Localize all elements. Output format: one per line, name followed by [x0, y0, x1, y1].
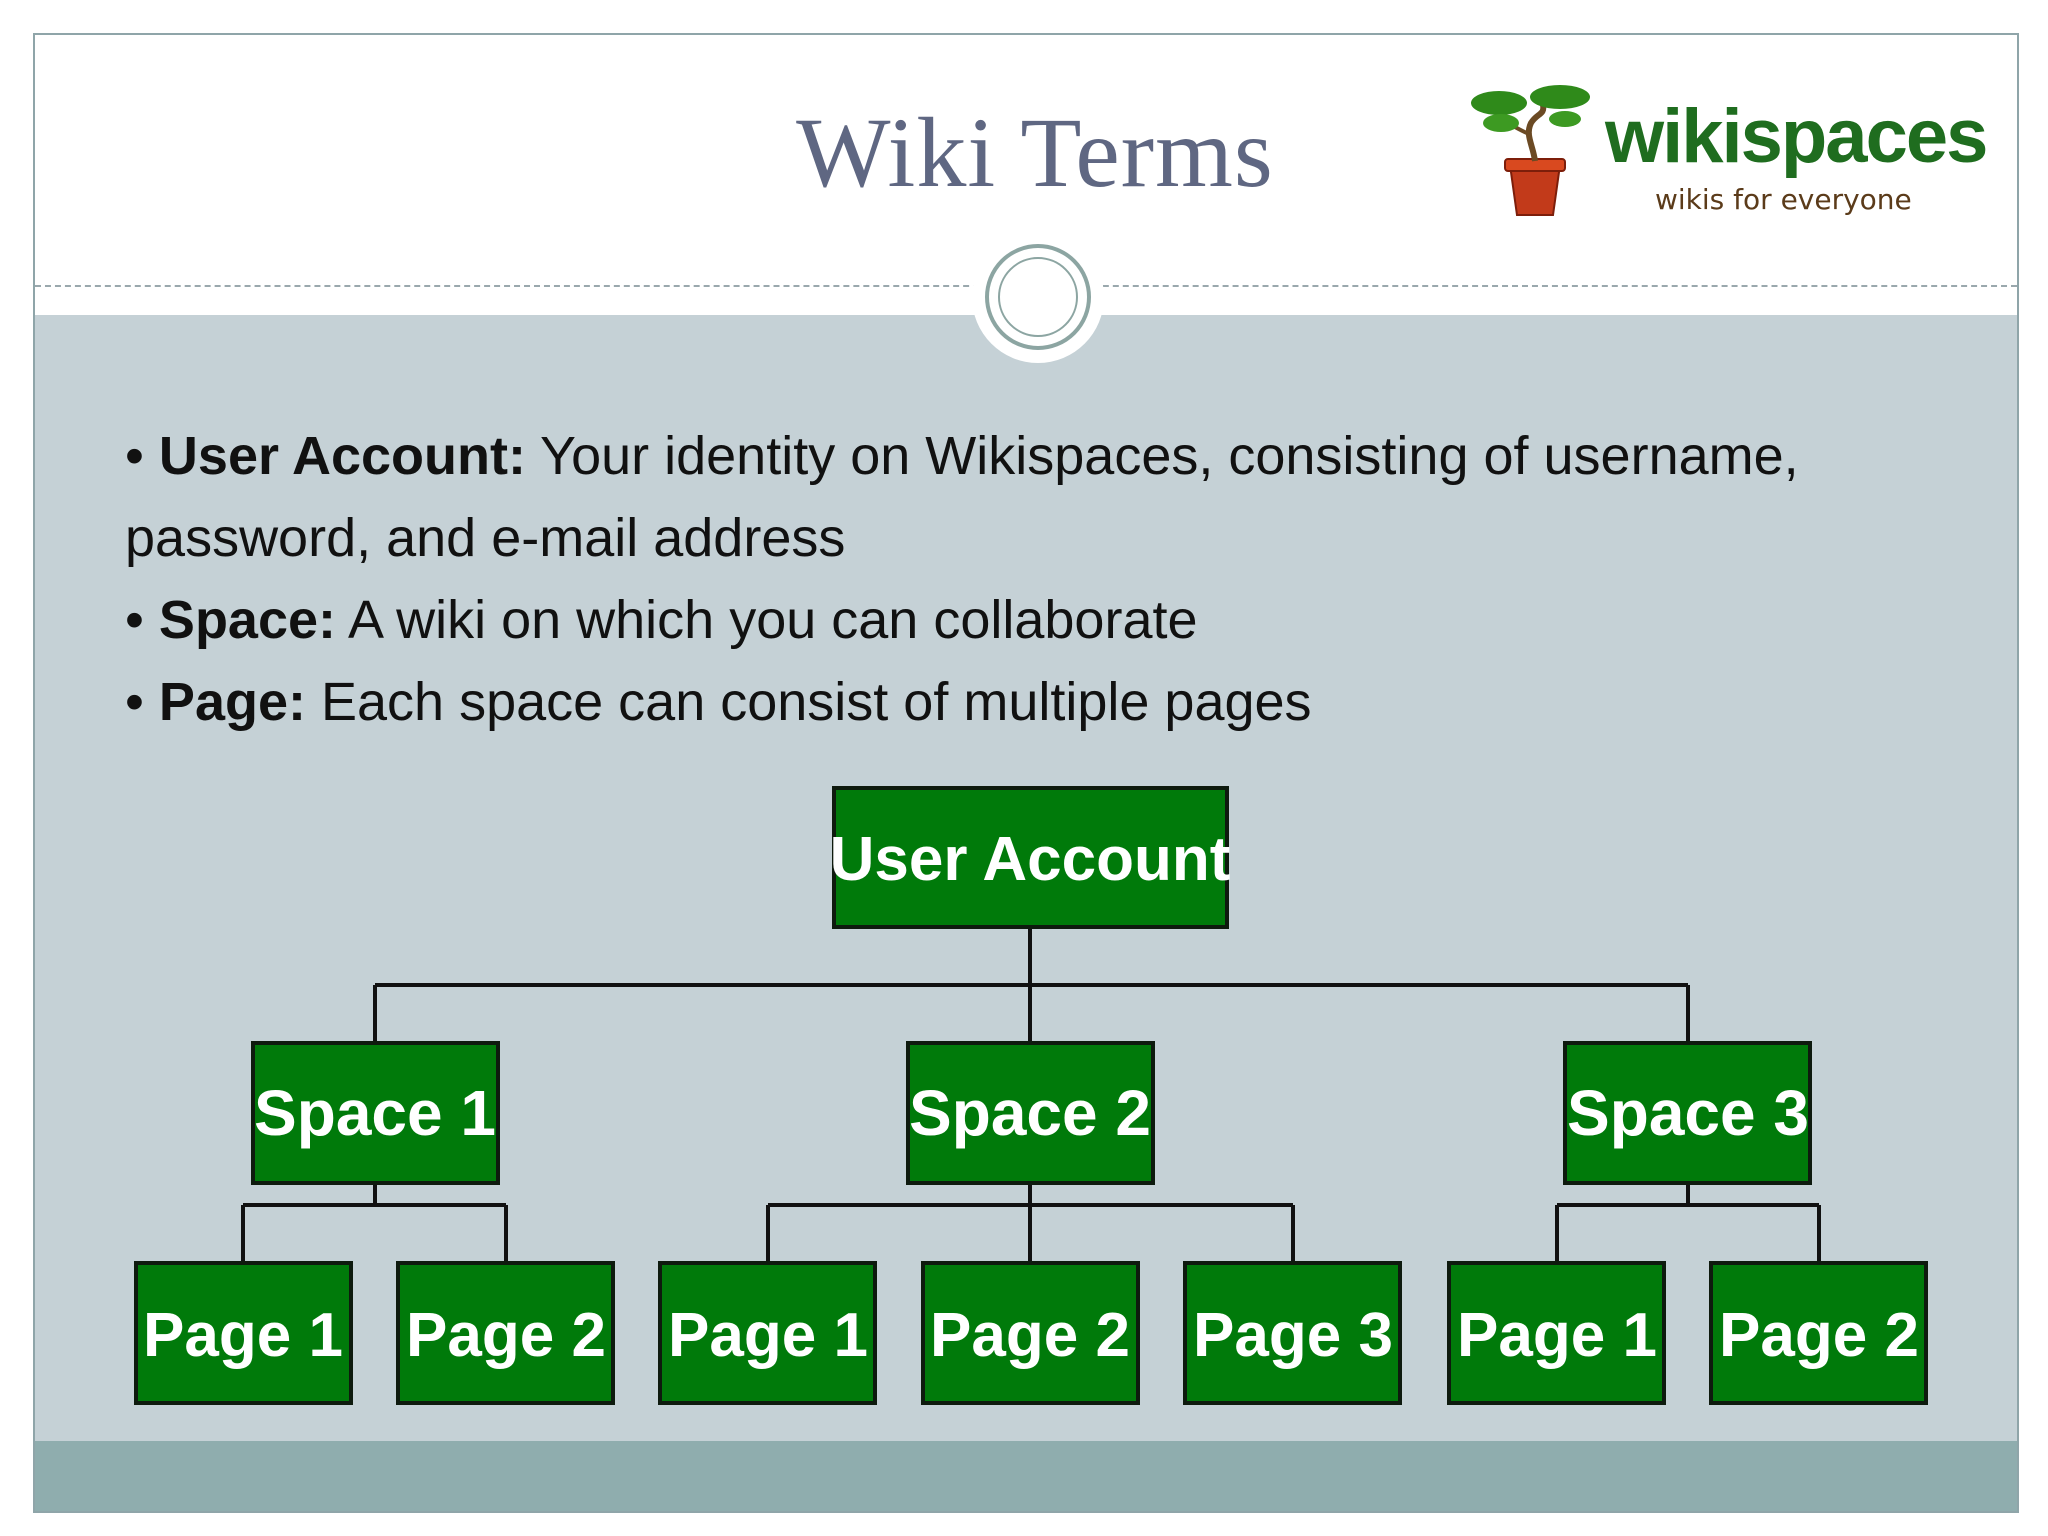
node-space-3-page-1: Page 1 — [1447, 1261, 1666, 1405]
page-label: Page 3 — [1193, 1301, 1393, 1370]
page-label: Page 2 — [1719, 1301, 1919, 1370]
node-user-account: User Account — [830, 786, 1231, 929]
logo-tagline: wikis for everyone — [1655, 183, 1912, 216]
node-space-2-page-3: Page 3 — [1183, 1261, 1402, 1405]
bullet-user-account: • User Account: Your identity on Wikispa… — [125, 426, 1799, 568]
node-space-3-page-2: Page 2 — [1709, 1261, 1928, 1405]
logo-wordmark: wikispaces — [1605, 94, 1988, 179]
node-space-3: Space 3 — [1563, 1041, 1812, 1185]
bonsai-pot-icon — [1471, 85, 1590, 216]
node-space-1-page-2: Page 2 — [396, 1261, 615, 1405]
node-space-2-page-1: Page 1 — [658, 1261, 877, 1405]
page-label: Page 2 — [406, 1301, 606, 1370]
bullet-space: • Space: A wiki on which you can collabo… — [125, 590, 1198, 650]
page-label: Page 1 — [1457, 1301, 1657, 1370]
hierarchy-diagram: User Account Space 1 Space 2 Space 3 Pag… — [134, 786, 1928, 1405]
node-space-3-label: Space 3 — [1567, 1077, 1809, 1149]
page-label: Page 1 — [668, 1301, 868, 1370]
node-space-2: Space 2 — [906, 1041, 1155, 1185]
page-label: Page 1 — [143, 1301, 343, 1370]
wikispaces-logo: wikispaces wikis for everyone — [1465, 75, 1988, 235]
node-space-1: Space 1 — [251, 1041, 500, 1185]
node-space-2-label: Space 2 — [909, 1077, 1151, 1149]
page-label: Page 2 — [930, 1301, 1130, 1370]
slide: Wiki Terms wikispaces wikis for everyone… — [33, 33, 2019, 1513]
header-ornament-circle — [985, 244, 1091, 350]
bullet-list: • User Account: Your identity on Wikispa… — [125, 415, 1945, 743]
node-space-2-page-2: Page 2 — [921, 1261, 1140, 1405]
node-user-account-label: User Account — [830, 825, 1231, 894]
node-space-1-page-1: Page 1 — [134, 1261, 353, 1405]
slide-title: Wiki Terms — [796, 97, 1274, 208]
bullet-page: • Page: Each space can consist of multip… — [125, 672, 1312, 732]
node-space-1-label: Space 1 — [254, 1077, 496, 1149]
footer-band — [35, 1441, 2017, 1511]
